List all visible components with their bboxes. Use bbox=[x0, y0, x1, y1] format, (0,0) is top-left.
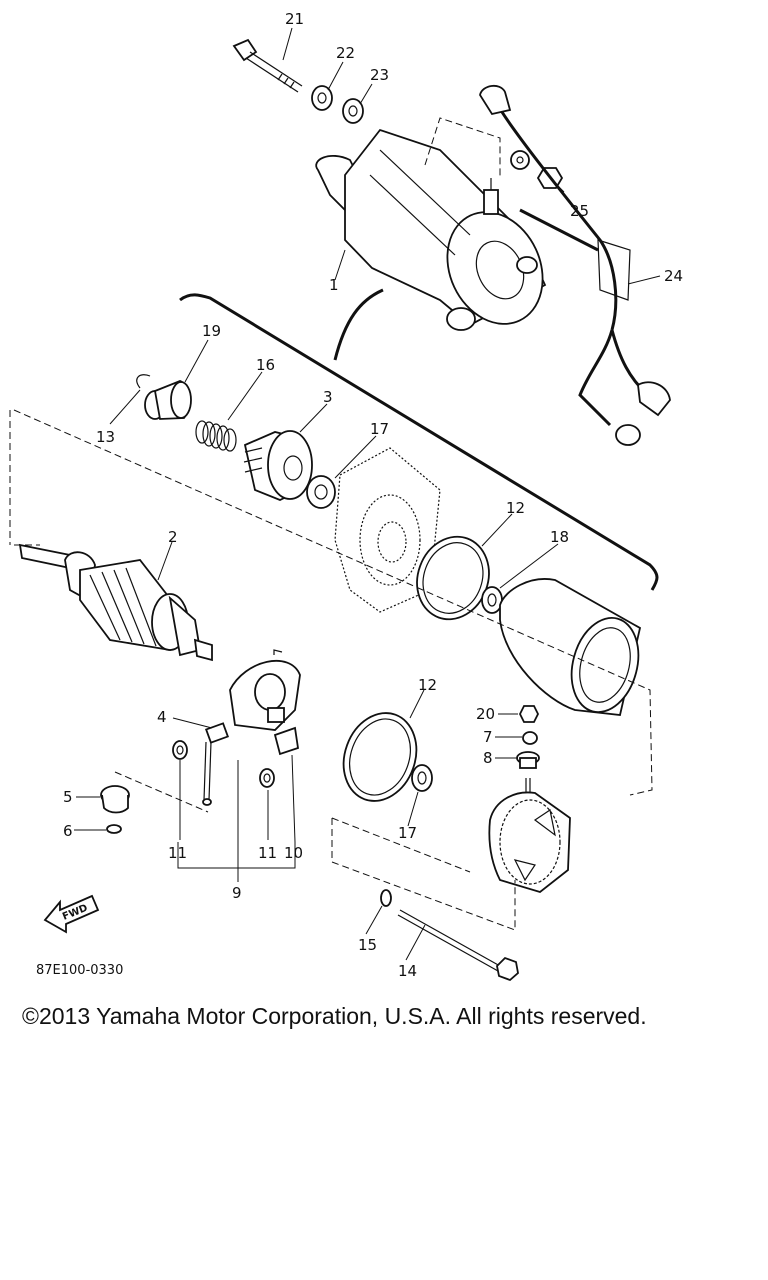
callout-9: 9 bbox=[232, 884, 242, 902]
callout-24: 24 bbox=[664, 267, 683, 285]
lead-wire-24 bbox=[479, 85, 671, 446]
exploded-view-bracket bbox=[333, 288, 384, 361]
insulator-8 bbox=[516, 751, 540, 769]
callout-25: 25 bbox=[570, 202, 589, 220]
callout-14: 14 bbox=[398, 962, 417, 980]
front-cover bbox=[334, 447, 441, 613]
through-bolt-14 bbox=[397, 909, 519, 982]
nut-20 bbox=[518, 705, 540, 723]
callout-17-lower: 17 bbox=[398, 824, 417, 842]
lock-washer-22 bbox=[311, 85, 333, 111]
washer-17-upper bbox=[306, 475, 336, 509]
callout-23: 23 bbox=[370, 66, 389, 84]
callout-6: 6 bbox=[63, 822, 73, 840]
circlip-13 bbox=[136, 374, 151, 389]
callout-1: 1 bbox=[329, 276, 339, 294]
clutch-3 bbox=[243, 430, 313, 501]
bolt-21 bbox=[232, 38, 303, 93]
fwd-arrow: FWD bbox=[43, 894, 100, 934]
callout-15: 15 bbox=[358, 936, 377, 954]
callout-5: 5 bbox=[63, 788, 73, 806]
callout-22: 22 bbox=[336, 44, 355, 62]
washer-11-right bbox=[259, 768, 275, 788]
callout-20: 20 bbox=[476, 705, 495, 723]
callout-2: 2 bbox=[168, 528, 178, 546]
washer-11-left bbox=[172, 740, 188, 760]
o-ring-12-lower bbox=[342, 712, 418, 802]
starter-motor-assembly-1 bbox=[315, 128, 547, 331]
washer-18 bbox=[481, 586, 503, 614]
callout-13: 13 bbox=[96, 428, 115, 446]
callout-7: 7 bbox=[483, 728, 493, 746]
washer-17-lower bbox=[411, 764, 433, 792]
callout-21: 21 bbox=[285, 10, 304, 28]
callout-18: 18 bbox=[550, 528, 569, 546]
washer-7 bbox=[522, 731, 538, 745]
nut-5 bbox=[100, 785, 130, 814]
washer-23 bbox=[342, 98, 364, 124]
washer-15 bbox=[380, 889, 392, 907]
callout-16: 16 bbox=[256, 356, 275, 374]
armature-2 bbox=[18, 543, 213, 662]
callout-11-right: 11 bbox=[258, 844, 277, 862]
callout-4: 4 bbox=[157, 708, 167, 726]
callout-8: 8 bbox=[483, 749, 493, 767]
collar-19 bbox=[144, 380, 192, 420]
callout-3: 3 bbox=[323, 388, 333, 406]
callout-12-lower: 12 bbox=[418, 676, 437, 694]
brush-holder-9 bbox=[202, 659, 301, 806]
callout-12-upper: 12 bbox=[506, 499, 525, 517]
callout-19: 19 bbox=[202, 322, 221, 340]
copyright-notice: ©2013 Yamaha Motor Corporation, U.S.A. A… bbox=[22, 1003, 647, 1029]
terminal-washer bbox=[510, 150, 530, 170]
rear-cover bbox=[488, 778, 571, 893]
starter-motor-exploded-diagram: FWD 21 22 23 25 24 1 19 16 3 17 13 12 18… bbox=[9, 10, 683, 982]
drawing-code: 87E100-0330 bbox=[36, 963, 123, 978]
washer-6 bbox=[106, 824, 122, 834]
spring-16 bbox=[195, 420, 237, 452]
yoke bbox=[499, 578, 642, 716]
callout-11-left: 11 bbox=[168, 844, 187, 862]
callout-17-upper: 17 bbox=[370, 420, 389, 438]
callout-10: 10 bbox=[284, 844, 303, 862]
